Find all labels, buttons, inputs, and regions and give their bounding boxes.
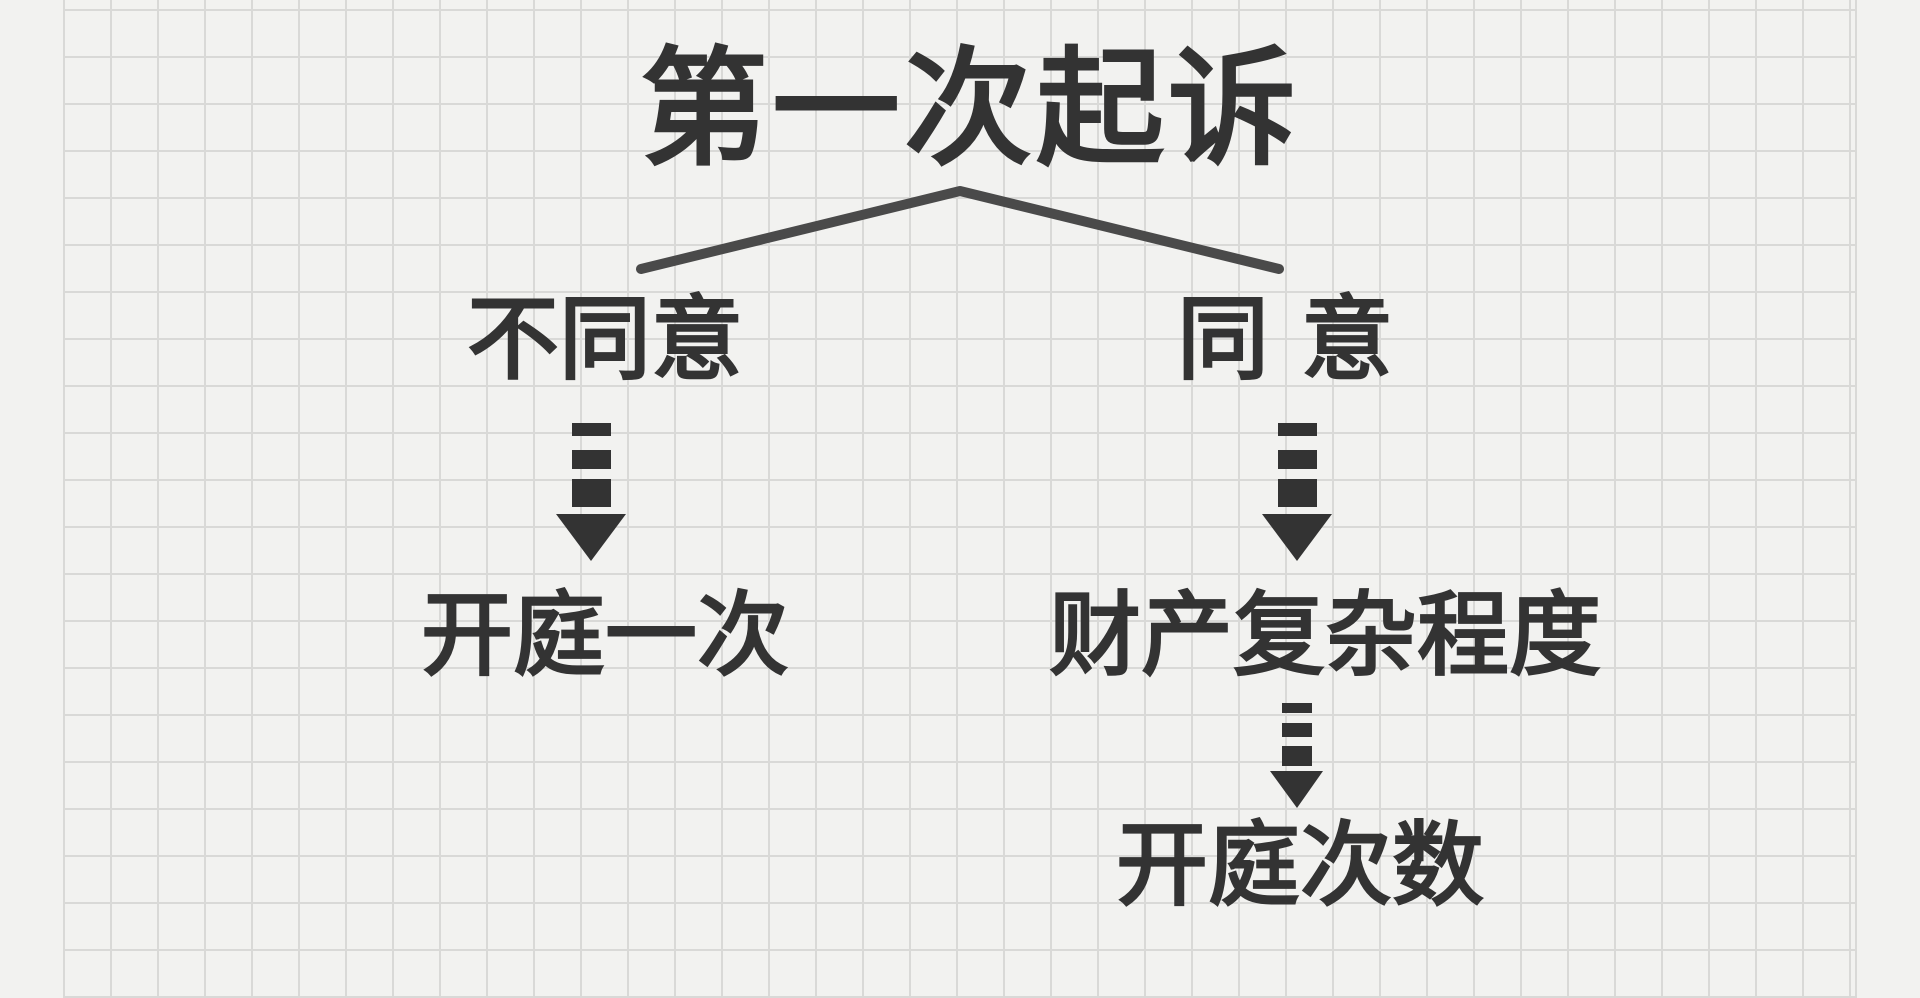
grid-background bbox=[63, 0, 1857, 998]
branch-agree-label: 同 意 bbox=[1176, 286, 1394, 393]
result-one-hearing-label: 开庭一次 bbox=[420, 582, 789, 689]
result-hearing-count-label: 开庭次数 bbox=[1115, 812, 1484, 919]
branch-disagree-label: 不同意 bbox=[466, 286, 743, 393]
diagram-title: 第一次起诉 bbox=[640, 35, 1301, 184]
result-property-complexity-label: 财产复杂程度 bbox=[1048, 582, 1601, 689]
